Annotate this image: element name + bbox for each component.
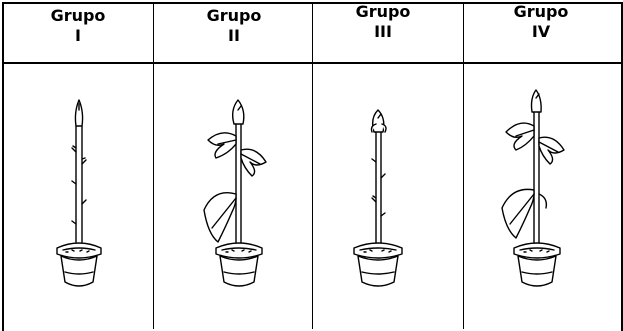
group-4-numeral: IV	[531, 22, 551, 41]
group-1-label: Grupo	[50, 6, 106, 25]
group-1-numeral: I	[75, 26, 81, 45]
group-2-label: Grupo	[206, 6, 262, 25]
column-divider	[463, 2, 464, 329]
plant-group-4-illustration	[501, 89, 565, 287]
group-4-label: Grupo	[513, 2, 569, 21]
group-2-header: Grupo II	[159, 6, 309, 62]
plant-group-1-illustration	[56, 99, 102, 287]
plant-group-2-illustration	[203, 99, 267, 287]
group-3-numeral: III	[374, 22, 392, 41]
group-1-header: Grupo I	[3, 6, 153, 62]
plant-group-3-illustration	[353, 109, 403, 287]
column-divider	[312, 2, 313, 329]
column-divider	[153, 2, 154, 329]
group-3-label: Grupo	[355, 2, 411, 21]
group-3-header: Grupo III	[308, 2, 458, 58]
header-divider	[2, 62, 621, 64]
group-2-numeral: II	[228, 26, 240, 45]
group-4-header: Grupo IV	[466, 2, 616, 58]
